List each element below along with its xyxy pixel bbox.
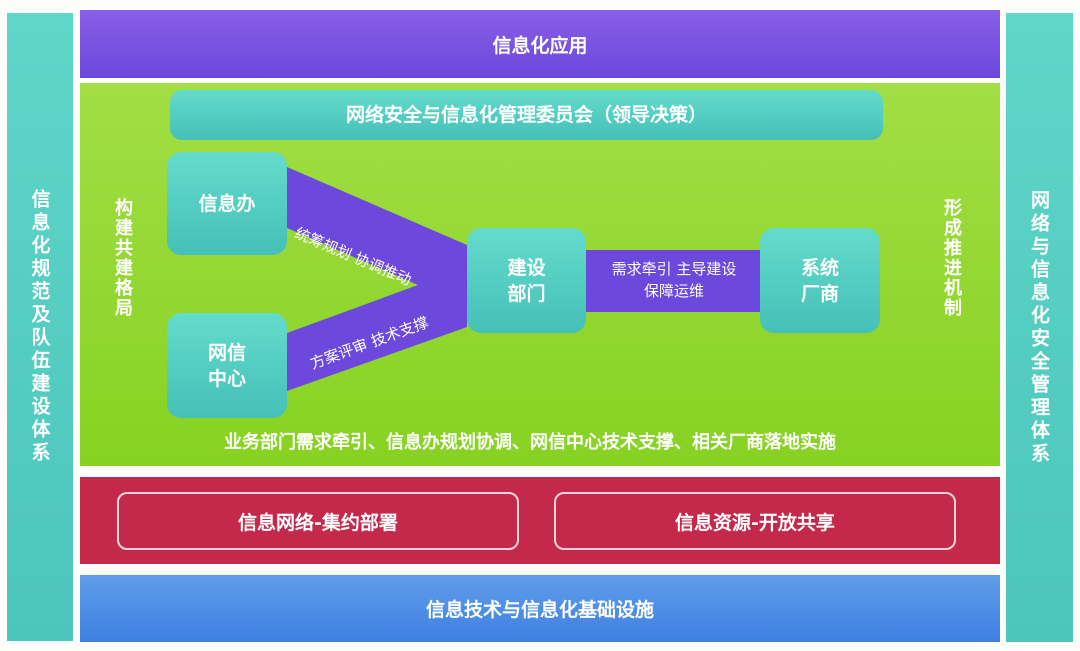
base-layer-infrastructure: 信息技术与信息化基础设施 [80, 575, 1000, 642]
right-label: 形成推进机制 [941, 198, 962, 318]
left-pillar: 信息化规范及队伍建设体系 [7, 13, 73, 641]
node-vendor: 系统 厂商 [760, 228, 880, 333]
node-net-center: 网信 中心 [167, 313, 287, 418]
governance-summary: 业务部门需求牵引、信息办规划协调、网信中心技术支撑、相关厂商落地实施 [224, 432, 836, 453]
node-label: 中心 [207, 367, 246, 390]
link-right-line2: 保障运维 [643, 282, 704, 300]
committee-bar: 网络安全与信息化管理委员会（领导决策） [170, 90, 883, 140]
node-label: 系统 [800, 256, 839, 279]
node-label: 网信 [207, 341, 246, 364]
node-label: 部门 [507, 282, 546, 305]
node-construction-dept: 建设 部门 [467, 228, 586, 333]
node-info-office: 信息办 [167, 152, 287, 255]
link-band-left [287, 167, 467, 391]
info-network-box: 信息网络-集约部署 [117, 492, 519, 550]
node-label: 建设 [507, 256, 546, 279]
link-right-label: 需求牵引 主导建设 保障运维 [586, 258, 762, 302]
right-pillar: 网络与信息化安全管理体系 [1006, 13, 1073, 642]
top-layer-application: 信息化应用 [80, 10, 1000, 78]
info-resource-box: 信息资源-开放共享 [554, 492, 956, 550]
link-band-right [586, 250, 762, 312]
node-label: 厂商 [800, 282, 839, 305]
left-label: 构建共建格局 [112, 198, 133, 318]
link-right-line1: 需求牵引 主导建设 [611, 260, 737, 278]
